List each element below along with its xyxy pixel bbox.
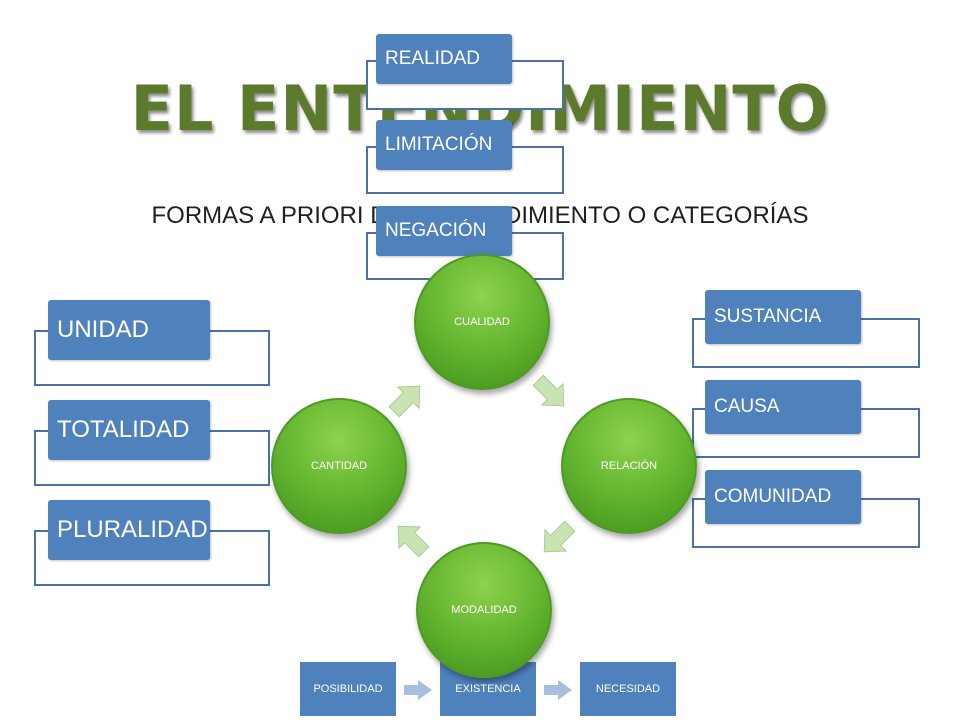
process-arrow-icon: [544, 680, 572, 700]
process-arrow-icon: [404, 680, 432, 700]
cycle-arrow-icon: [543, 520, 576, 553]
relacion-item-causa: CAUSA: [705, 380, 861, 434]
cualidad-item-realidad: REALIDAD: [376, 34, 512, 84]
cycle-arrow-icon: [397, 525, 430, 558]
modalidad-item-necesidad: NECESIDAD: [580, 662, 676, 716]
cualidad-item-limitacion: LIMITACIÓN: [376, 120, 512, 170]
cycle-arrow-icon: [388, 385, 421, 418]
cantidad-item-pluralidad: PLURALIDAD: [48, 500, 210, 560]
modalidad-item-posibilidad: POSIBILIDAD: [300, 662, 396, 716]
cycle-node-cantidad: CANTIDAD: [271, 398, 407, 534]
cualidad-item-negacion: NEGACIÓN: [376, 206, 512, 256]
cycle-node-relacion: RELACIÓN: [561, 398, 697, 534]
cantidad-item-unidad: UNIDAD: [48, 300, 210, 360]
cantidad-item-totalidad: TOTALIDAD: [48, 400, 210, 460]
cycle-node-modalidad: MODALIDAD: [416, 542, 552, 678]
relacion-item-sustancia: SUSTANCIA: [705, 290, 861, 344]
relacion-item-comunidad: COMUNIDAD: [705, 470, 861, 524]
cycle-arrow-icon: [532, 374, 565, 407]
cycle-node-cualidad: CUALIDAD: [414, 254, 550, 390]
